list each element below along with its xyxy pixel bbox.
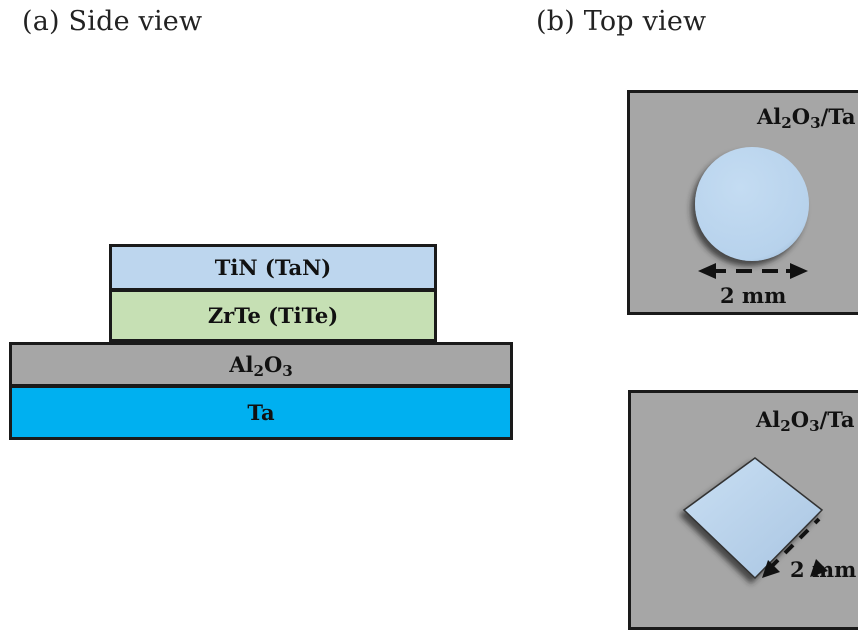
insulator-al-text: Al <box>229 352 254 377</box>
label-1-sub-2: 2 <box>781 114 792 133</box>
top-electrode-label: TiN (TaN) <box>214 255 332 280</box>
circle-dimension-arrow <box>698 263 808 279</box>
top-view-devices <box>682 147 828 580</box>
bottom-electrode-label: Ta <box>247 400 275 425</box>
label-1-sub-3: 3 <box>810 114 821 133</box>
square-dimension-label: 2 mm <box>790 557 857 582</box>
bottom-electrode-layer: Ta <box>9 385 513 440</box>
top-view-material-label-2: Al2O3/Ta <box>756 407 855 436</box>
label-1-rest: /Ta <box>820 104 856 129</box>
label-1-al: Al <box>757 104 782 129</box>
square-device-pad <box>682 457 824 580</box>
circle-dimension-label: 2 mm <box>720 283 787 308</box>
insulator-sub-2: 2 <box>253 362 264 381</box>
label-2-al: Al <box>756 407 781 432</box>
circular-device-pad <box>695 147 809 261</box>
insulator-sub-3: 3 <box>282 362 293 381</box>
insulator-layer-label: Al2O3 <box>229 352 293 381</box>
insulator-o-text: O <box>263 352 283 377</box>
switching-layer: ZrTe (TiTe) <box>109 289 437 342</box>
side-view-title: (a) Side view <box>22 6 203 37</box>
label-1-o: O <box>791 104 811 129</box>
switching-layer-label: ZrTe (TiTe) <box>207 303 339 328</box>
square-dimension-arrow <box>762 517 828 578</box>
label-2-sub-3: 3 <box>809 417 820 436</box>
label-2-sub-2: 2 <box>780 417 791 436</box>
top-view-title: (b) Top view <box>536 6 707 37</box>
label-2-o: O <box>790 407 810 432</box>
label-2-rest: /Ta <box>819 407 855 432</box>
top-view-material-label-1: Al2O3/Ta <box>757 104 856 133</box>
